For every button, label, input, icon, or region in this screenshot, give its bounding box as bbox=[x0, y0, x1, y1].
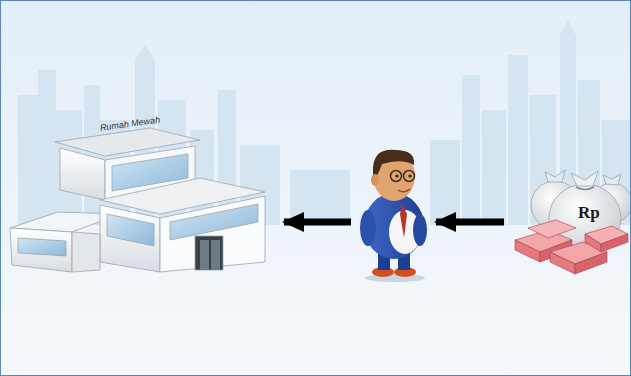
currency-label: Rp bbox=[578, 203, 600, 223]
person-node bbox=[355, 140, 432, 278]
flow-arrow bbox=[436, 219, 504, 226]
rich-man bbox=[360, 150, 427, 282]
banknote-stacks bbox=[515, 220, 628, 274]
money-node: Rp bbox=[508, 165, 626, 275]
luxury-house bbox=[10, 128, 265, 272]
building-label: Rumah Mewah bbox=[99, 115, 160, 133]
house-node: Rumah Mewah bbox=[8, 105, 280, 280]
flow-arrow bbox=[284, 219, 351, 226]
